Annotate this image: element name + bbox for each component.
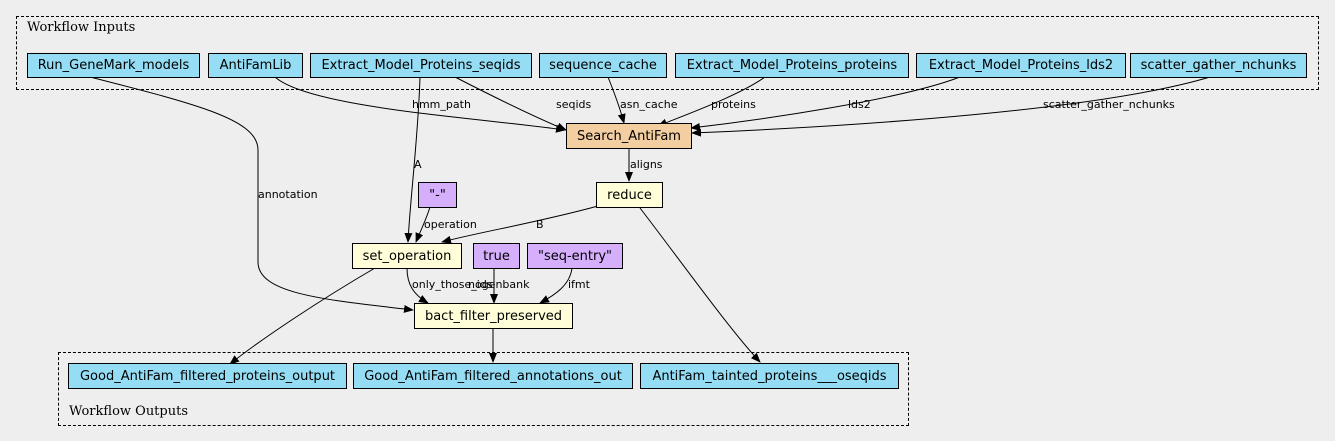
edge-label-B: B [536, 218, 544, 231]
edge-setop-bact [406, 267, 429, 304]
edge-label-nogenbank: nogenbank [468, 278, 530, 291]
op-reduce[interactable]: reduce [596, 182, 663, 208]
output-good-antifam-filtered-annotations[interactable]: Good_AntiFam_filtered_annotations_out [353, 363, 633, 389]
step-search-antifam[interactable]: Search_AntiFam [566, 123, 692, 149]
edge-label-annotation: annotation [258, 188, 318, 201]
input-antifamlib[interactable]: AntiFamLib [208, 53, 303, 78]
edge-label-operation: operation [424, 218, 477, 231]
edge-label-seqids: seqids [556, 98, 592, 111]
edge-seqids-search [454, 76, 567, 131]
output-antifam-tainted-proteins-oseqids[interactable]: AntiFam_tainted_proteins___oseqids [640, 363, 899, 389]
edge-label-lds2: lds2 [848, 98, 871, 111]
input-extract-model-proteins-lds2[interactable]: Extract_Model_Proteins_lds2 [916, 53, 1126, 78]
edge-label-ifmt: ifmt [568, 278, 591, 291]
edge-setop-goodproteins [229, 267, 376, 365]
workflow-outputs-label: Workflow Outputs [69, 404, 188, 419]
edge-seqids-setop [404, 76, 421, 243]
edge-label-hmm-path: hmm_path [412, 98, 471, 111]
edge-dash-setop [415, 206, 431, 243]
input-scatter-gather-nchunks[interactable]: scatter_gather_nchunks [1130, 53, 1307, 78]
literal-dash[interactable]: "-" [418, 182, 457, 208]
op-set-operation[interactable]: set_operation [352, 243, 462, 269]
edge-reduce-tainted [639, 207, 761, 363]
edge-seqcache-search [607, 76, 626, 124]
op-bact-filter-preserved[interactable]: bact_filter_preserved [414, 303, 573, 329]
workflow-inputs-label: Workflow Inputs [27, 20, 136, 35]
input-run-genemark-models[interactable]: Run_GeneMark_models [27, 53, 200, 78]
edge-antifamlib-search [274, 76, 566, 133]
edge-lds2-search [690, 76, 961, 131]
edge-label-aligns: aligns [630, 158, 663, 171]
input-sequence-cache[interactable]: sequence_cache [539, 53, 667, 78]
edge-reduce-setop [441, 205, 599, 244]
literal-true[interactable]: true [473, 243, 520, 269]
edge-seqentry-bact [539, 267, 573, 304]
input-extract-model-proteins-seqids[interactable]: Extract_Model_Proteins_seqids [310, 53, 532, 78]
literal-seq-entry[interactable]: "seq-entry" [527, 243, 623, 269]
workflow-inputs-cluster: Workflow Inputs [16, 16, 1319, 90]
edge-nchunks-search [691, 76, 1211, 137]
edge-label-A: A [414, 158, 422, 171]
edge-label-proteins: proteins [711, 98, 756, 111]
edge-label-asn-cache: asn_cache [620, 98, 678, 111]
edge-proteins-search [657, 76, 766, 127]
input-extract-model-proteins-proteins[interactable]: Extract_Model_Proteins_proteins [675, 53, 909, 78]
edge-label-only-those-ids: only_those_ids [412, 278, 493, 291]
edge-genemark-bact [89, 76, 414, 313]
workflow-outputs-cluster: Workflow Outputs [58, 352, 909, 426]
edge-label-scatter-gather-nchunks: scatter_gather_nchunks [1043, 98, 1175, 111]
output-good-antifam-filtered-proteins[interactable]: Good_AntiFam_filtered_proteins_output [68, 363, 347, 389]
